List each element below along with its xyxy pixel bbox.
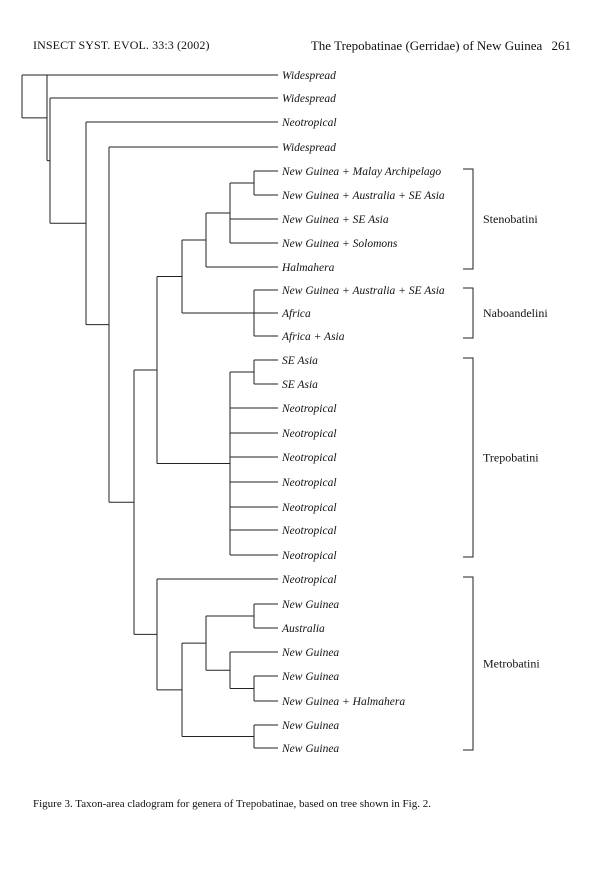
leaf-label: Widespread xyxy=(282,142,336,154)
leaf-label: SE Asia xyxy=(282,355,318,367)
leaf-label: Neotropical xyxy=(281,477,337,489)
leaf-label: Africa xyxy=(281,308,311,320)
tribe-label: Stenobatini xyxy=(483,212,538,226)
article-title: The Trepobatinae (Gerridae) of New Guine… xyxy=(310,38,543,53)
tribe-label: Metrobatini xyxy=(483,657,540,671)
leaf-label: Neotropical xyxy=(281,452,337,464)
tribe-label: Naboandelini xyxy=(483,306,548,320)
article-header: The Trepobatinae (Gerridae) of New Guine… xyxy=(311,38,571,54)
tribe-bracket xyxy=(463,168,474,270)
leaf-label: Widespread xyxy=(282,93,336,105)
leaf-label: Halmahera xyxy=(281,262,335,274)
leaf-label: Neotropical xyxy=(281,525,337,537)
leaf-label: New Guinea xyxy=(281,743,339,755)
leaf-label: New Guinea + SE Asia xyxy=(281,214,389,226)
leaf-label: Neotropical xyxy=(281,428,337,440)
leaf-label: Africa + Asia xyxy=(281,331,345,343)
tribe-bracket xyxy=(463,287,474,339)
leaf-label: New Guinea + Australia + SE Asia xyxy=(281,285,445,297)
tribe-bracket xyxy=(463,576,474,751)
leaf-label: Neotropical xyxy=(281,403,337,415)
leaf-label: New Guinea xyxy=(281,671,339,683)
leaf-label: New Guinea + Solomons xyxy=(281,238,398,250)
leaf-label: New Guinea xyxy=(281,599,339,611)
leaf-label: New Guinea xyxy=(281,720,339,732)
tribe-label: Trepobatini xyxy=(483,451,539,465)
leaf-label: Neotropical xyxy=(281,502,337,514)
leaf-label: Neotropical xyxy=(281,117,337,129)
leaf-label: New Guinea + Halmahera xyxy=(281,696,405,708)
leaf-label: Widespread xyxy=(282,70,336,82)
tribe-bracket xyxy=(463,357,474,558)
leaf-label: Neotropical xyxy=(281,550,337,562)
journal-header: INSECT SYST. EVOL. 33:3 (2002) xyxy=(33,38,210,52)
leaf-label: Australia xyxy=(281,623,325,635)
leaf-label: SE Asia xyxy=(282,379,318,391)
leaf-label: New Guinea + Malay Archipelago xyxy=(281,166,441,178)
page-number: 261 xyxy=(551,38,572,53)
leaf-label: New Guinea xyxy=(281,647,339,659)
leaf-label: Neotropical xyxy=(281,574,337,586)
leaf-label: New Guinea + Australia + SE Asia xyxy=(281,190,445,202)
figure-caption: Figure 3. Taxon-area cladogram for gener… xyxy=(33,798,431,810)
